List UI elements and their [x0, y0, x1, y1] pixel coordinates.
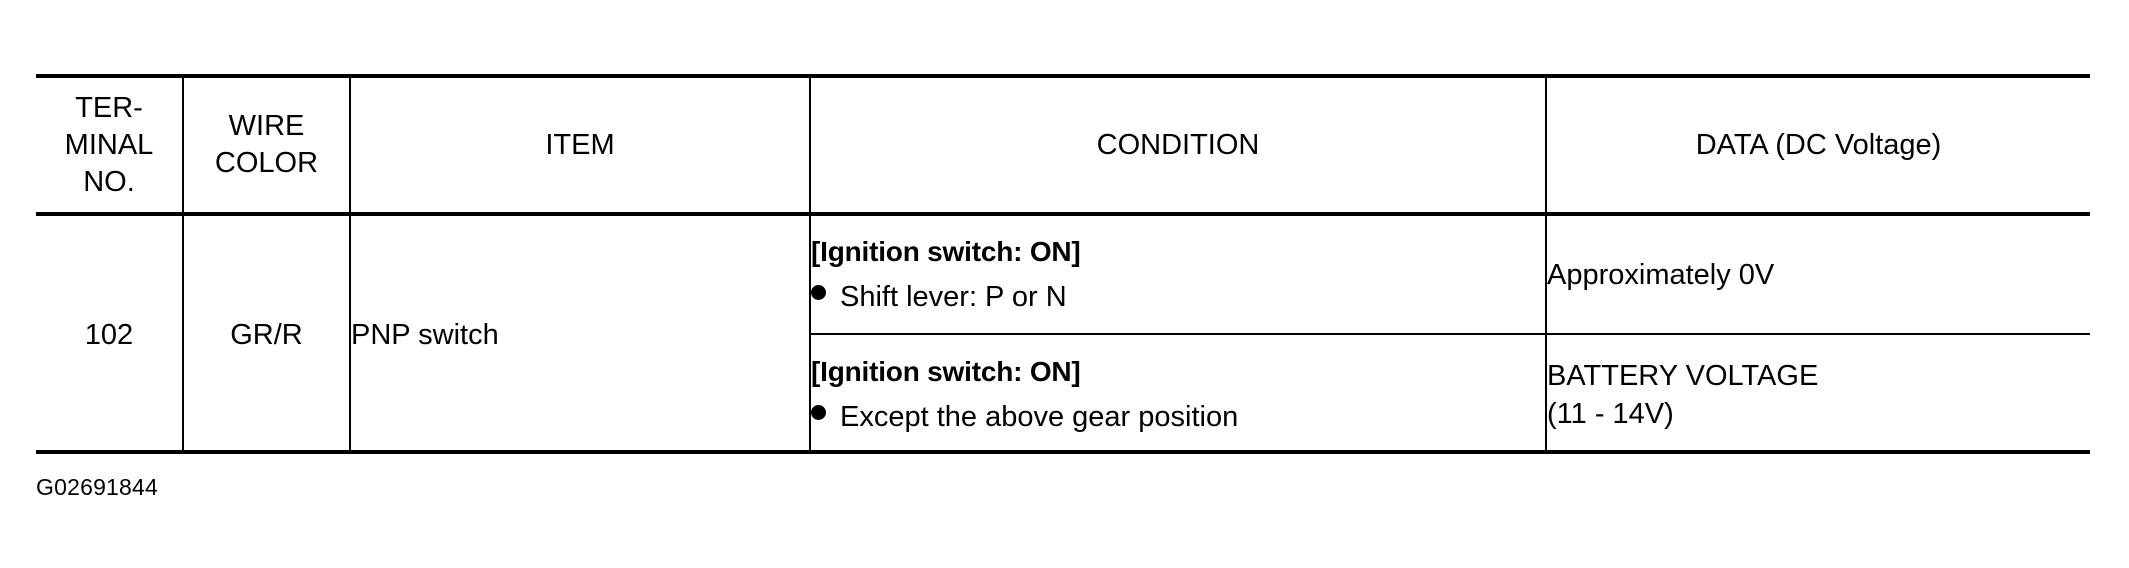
- data-value-2-line2: (11 - 14V): [1547, 397, 1674, 430]
- column-header-terminal-no-line1: TER-: [75, 91, 143, 124]
- condition-bullet-text-1: Shift lever: P or N: [840, 281, 1067, 313]
- table-row-continued: [Ignition switch: ON] Except the above g…: [36, 333, 2090, 454]
- condition-title-2: [Ignition switch: ON]: [811, 356, 1081, 387]
- column-header-item: ITEM: [350, 74, 811, 214]
- column-header-terminal-no: TER- MINAL NO.: [36, 74, 184, 214]
- column-header-data: DATA (DC Voltage): [1546, 74, 2090, 214]
- cell-data-1: Approximately 0V: [1546, 212, 2090, 334]
- terminal-spec-table: TER- MINAL NO. WIRE COLOR ITEM CONDITION…: [36, 74, 2090, 454]
- cell-item: PNP switch: [350, 212, 811, 454]
- cell-condition-2: [Ignition switch: ON] Except the above g…: [810, 333, 1547, 454]
- bullet-icon: [811, 285, 826, 300]
- column-header-wire-color-line2: COLOR: [214, 147, 319, 179]
- bullet-icon: [811, 405, 826, 420]
- column-header-terminal-no-line2: MINAL: [64, 128, 154, 161]
- table-bottom-rule: [36, 450, 2090, 454]
- column-header-condition: CONDITION: [810, 74, 1547, 214]
- data-value-1-line1: Approximately 0V: [1547, 258, 1775, 291]
- figure-caption: G02691844: [36, 474, 159, 500]
- cell-wire-color: GR/R: [183, 212, 351, 454]
- condition-bullet-row-1: Shift lever: P or N: [811, 277, 1545, 317]
- cell-condition-1: [Ignition switch: ON] Shift lever: P or …: [810, 212, 1547, 334]
- condition-bullet-row-2: Except the above gear position: [811, 397, 1545, 437]
- column-header-wire-color: WIRE COLOR: [183, 74, 351, 214]
- cell-terminal-no: 102: [36, 212, 184, 454]
- data-value-2-line1: BATTERY VOLTAGE: [1547, 359, 1819, 392]
- cell-data-2: BATTERY VOLTAGE (11 - 14V): [1546, 333, 2090, 454]
- column-header-wire-color-line1: WIRE: [228, 110, 305, 142]
- condition-title-1: [Ignition switch: ON]: [811, 236, 1081, 267]
- table-row: 102 GR/R PNP switch [Ignition switch: ON…: [36, 212, 2090, 454]
- column-header-terminal-no-line3: NO.: [83, 165, 135, 198]
- condition-bullet-text-2: Except the above gear position: [840, 401, 1239, 433]
